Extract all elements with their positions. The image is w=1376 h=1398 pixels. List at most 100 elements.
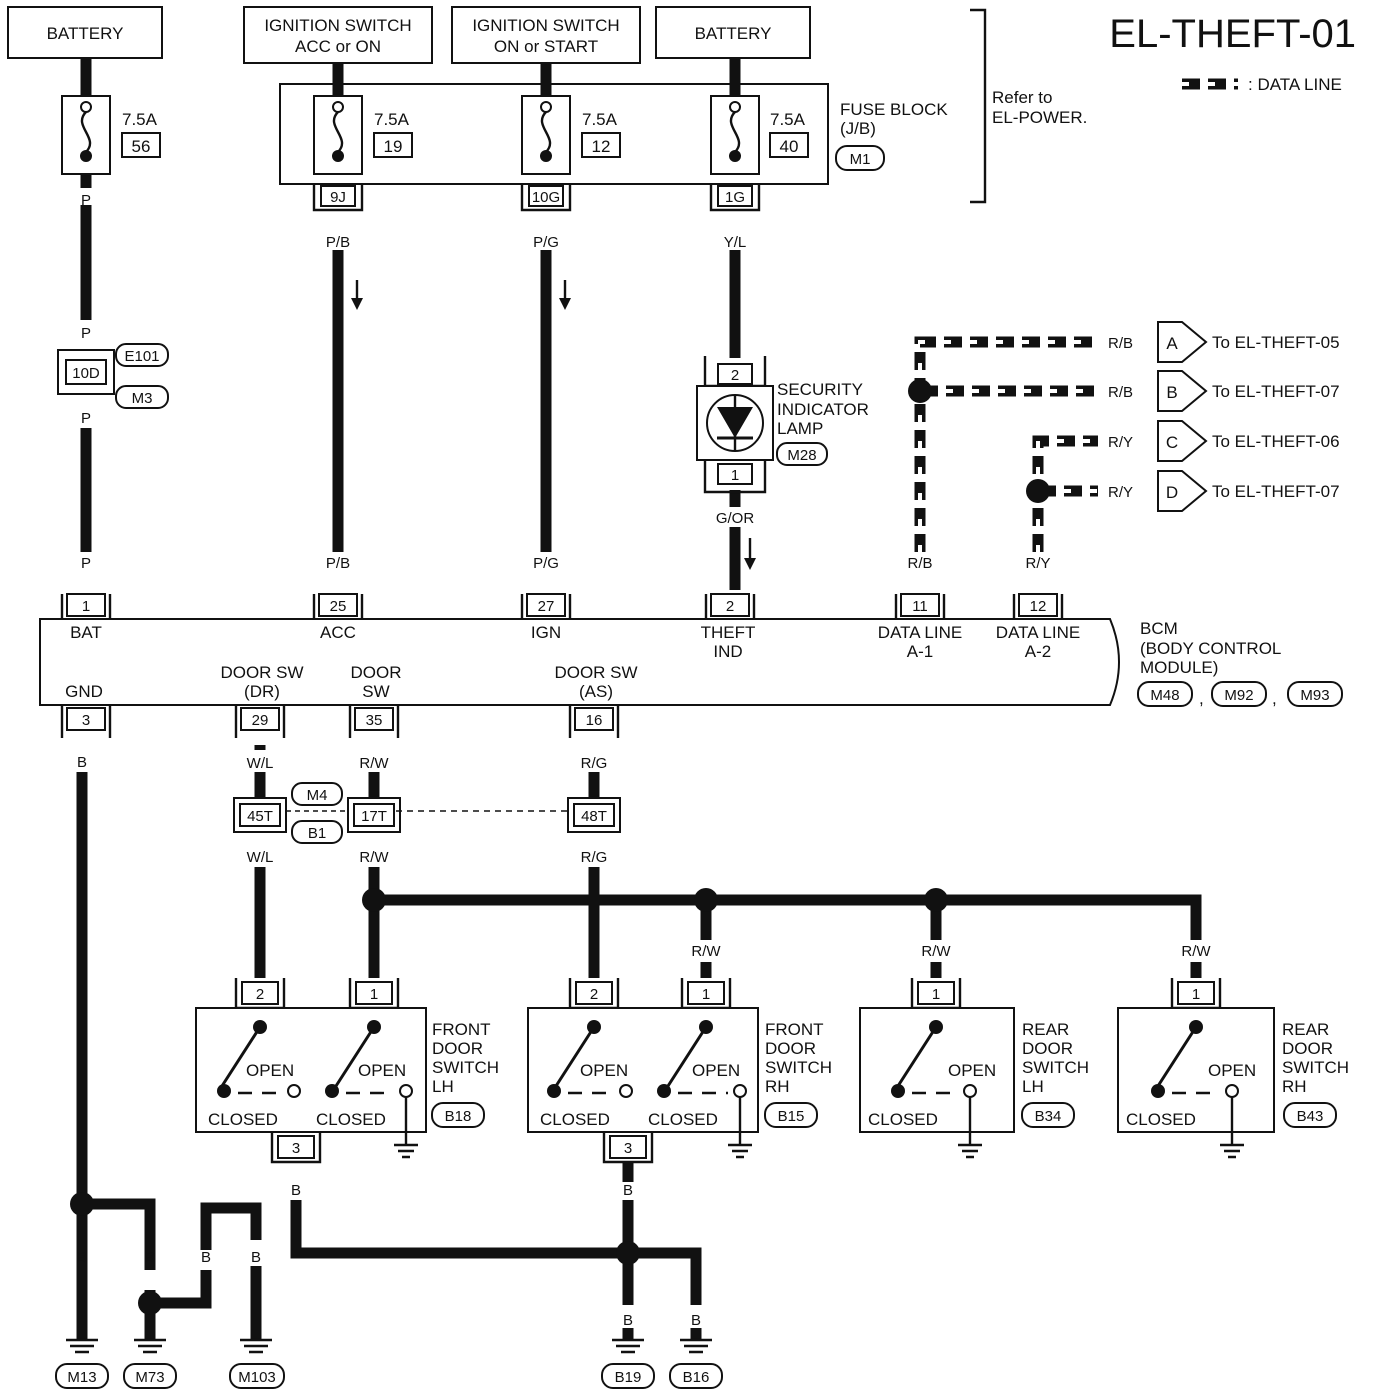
fuse-12: 7.5A 12 [521, 95, 621, 175]
ign-start-label-1: IGNITION SWITCH [472, 16, 619, 35]
rear-door-switch-lh: 1 OPEN CLOSED REAR DOOR SWITCH LH B34 [859, 978, 1089, 1159]
wire-label: P/G [533, 234, 559, 251]
data-wire-label: R/Y [1108, 484, 1133, 501]
bcm-pin-label: ACC [320, 623, 356, 642]
separator: , [1199, 689, 1204, 708]
wire-label: R/W [921, 943, 951, 960]
wire-label: W/L [247, 755, 274, 772]
open-label: OPEN [358, 1061, 406, 1080]
ref-target-c: To EL-THEFT-06 [1212, 432, 1340, 451]
bcm-pin: 12 [1030, 598, 1047, 615]
wire-label: R/G [581, 755, 608, 772]
closed-label: CLOSED [1126, 1110, 1196, 1129]
front-door-switch-lh: 2 1 OPEN CLOSED OPEN CLOSED 3 FRONT DOOR… [195, 978, 499, 1164]
wire-label: R/G [581, 849, 608, 866]
switch-label: DOOR [432, 1039, 483, 1058]
harness-connectors: 45T 17T 48T M4 B1 [233, 782, 621, 844]
fuse-56: 7.5A 56 [61, 95, 161, 175]
bcm-pin-label: DOOR SW [220, 663, 303, 682]
wire-label: B [291, 1182, 301, 1199]
front-door-switch-rh: 2 1 OPEN CLOSED OPEN CLOSED 3 FRONT DOOR… [527, 978, 832, 1164]
lamp-pin-bottom: 1 [731, 467, 739, 484]
fuse-12-rating: 7.5A [582, 110, 618, 129]
bcm-pin: 16 [586, 712, 603, 729]
bcm-pin-label: (DR) [244, 682, 280, 701]
fuse-block-connector [835, 145, 885, 171]
ground-label: B19 [615, 1369, 642, 1386]
wire-label: R/W [691, 943, 721, 960]
open-label: OPEN [580, 1061, 628, 1080]
switch-pin: 2 [590, 986, 598, 1003]
bcm-pin: 11 [912, 598, 928, 615]
wire-label: P [81, 410, 91, 427]
wire-label: Y/L [724, 234, 747, 251]
ref-target-a: To EL-THEFT-05 [1212, 333, 1340, 352]
fuse-19-number: 19 [384, 137, 403, 156]
ground-b19: B19 [601, 1338, 655, 1389]
separator: , [1272, 689, 1277, 708]
open-label: OPEN [1208, 1061, 1256, 1080]
lamp-label-3: LAMP [777, 419, 823, 438]
ref-arrow-d [1157, 470, 1208, 512]
fuse-40: 7.5A 40 [710, 95, 809, 175]
refer-line2: EL-POWER. [992, 108, 1087, 127]
open-label: OPEN [948, 1061, 996, 1080]
switch-label: LH [432, 1077, 454, 1096]
page-title: EL-THEFT-01 [1109, 12, 1356, 56]
switch-label: RH [1282, 1077, 1307, 1096]
ground-label: M73 [135, 1369, 164, 1386]
wire-label: P/B [326, 555, 350, 572]
data-wire-label: R/B [1108, 384, 1133, 401]
open-label: OPEN [246, 1061, 294, 1080]
closed-label: CLOSED [648, 1110, 718, 1129]
harness-term-48t: 48T [581, 808, 607, 825]
bcm-pin: 35 [366, 712, 383, 729]
ground-label: M13 [67, 1369, 96, 1386]
switch-connector: B18 [445, 1108, 472, 1125]
ref-letter-a: A [1166, 334, 1178, 353]
bcm-name: BCM [1140, 619, 1178, 638]
bcm-pin-label: DOOR [351, 663, 402, 682]
fuse-19-rating: 7.5A [374, 110, 410, 129]
data-wire-label: R/Y [1108, 434, 1133, 451]
fuse-block-connector-label: M1 [850, 151, 871, 168]
ign-acc-label-2: ACC or ON [295, 37, 381, 56]
bcm-top-pins: 1 BAT 25 ACC 27 IGN 2 THEFT IND 11 DATA … [60, 593, 1080, 661]
bcm-name-2: (BODY CONTROL [1140, 639, 1281, 658]
harness-connector-b1: B1 [308, 825, 326, 842]
fuse-terminal-9j-label: 9J [330, 189, 346, 206]
ground-m103: M103 [229, 1338, 285, 1389]
harness-connector-m4: M4 [307, 787, 328, 804]
bcm-pin: 2 [726, 598, 734, 615]
fuse-block-label: FUSE BLOCK [840, 100, 948, 119]
switch-connector: B34 [1035, 1108, 1062, 1125]
wire-label: R/Y [1025, 555, 1050, 572]
bcm-pin: 25 [330, 598, 347, 615]
data-line-legend: : DATA LINE [1182, 75, 1342, 94]
security-indicator-lamp: 2 1 SECURITY INDICATOR LAMP M28 [696, 356, 869, 494]
wire-label: R/W [1181, 943, 1211, 960]
lamp-label-2: INDICATOR [777, 400, 869, 419]
bcm-pin: 27 [538, 598, 555, 615]
ref-letter-d: D [1166, 483, 1178, 502]
wire-labels-top: P P P P P/B P/B P/G P/G Y/L G/OR R/B R/Y [81, 192, 1051, 572]
switch-label: DOOR [765, 1039, 816, 1058]
bcm-pin-label: THEFT [701, 623, 756, 642]
inline-connector-m3: M3 [132, 390, 153, 407]
bcm-connector: M93 [1300, 687, 1329, 704]
switch-label: DOOR [1282, 1039, 1333, 1058]
switch-label: SWITCH [1282, 1058, 1349, 1077]
bcm-pin-label: DOOR SW [554, 663, 637, 682]
fuse-block-jb-label: (J/B) [840, 119, 876, 138]
ground-label: B16 [683, 1369, 710, 1386]
bcm-pin: 29 [252, 712, 269, 729]
main-wires [80, 58, 741, 590]
lamp-label-1: SECURITY [777, 380, 863, 399]
closed-label: CLOSED [868, 1110, 938, 1129]
bcm-pin-label: (AS) [579, 682, 613, 701]
bcm-pin: 1 [82, 598, 90, 615]
lamp-pin-top: 2 [731, 367, 739, 384]
wire-label: R/W [359, 849, 389, 866]
ign-acc-label-1: IGNITION SWITCH [264, 16, 411, 35]
fuse-56-rating: 7.5A [122, 110, 158, 129]
